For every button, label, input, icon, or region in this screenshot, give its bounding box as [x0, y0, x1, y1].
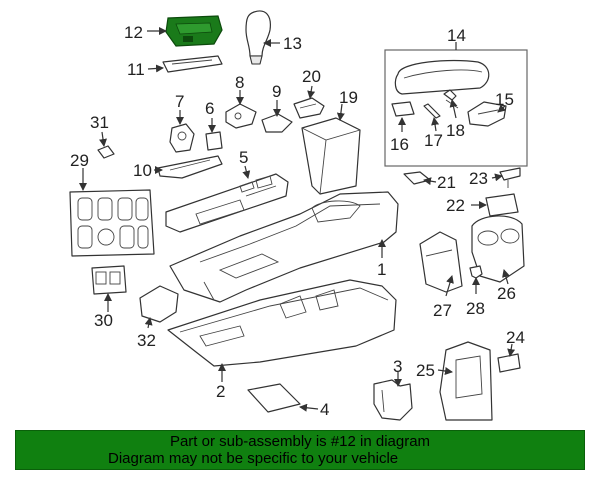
label-31: 31: [90, 113, 109, 132]
part-5-shifter-panel: [165, 173, 289, 233]
label-14: 14: [447, 26, 466, 45]
part-20: [293, 97, 325, 119]
part-9: [261, 113, 293, 133]
label-4: 4: [320, 400, 329, 419]
label-17: 17: [424, 131, 443, 150]
label-9: 9: [272, 82, 281, 101]
part-6: [205, 131, 223, 151]
label-32: 32: [137, 331, 156, 350]
part-15-latch: [467, 101, 507, 127]
part-2-lower-console: [167, 279, 397, 367]
part-7: [169, 123, 195, 153]
part-32-end-cap: [139, 285, 179, 323]
label-30: 30: [94, 311, 113, 330]
part-3-bracket: [373, 379, 413, 421]
part-22: [485, 193, 519, 217]
part-17: [423, 103, 441, 119]
label-24: 24: [506, 328, 525, 347]
label-19: 19: [339, 88, 358, 107]
part-25-bracket: [439, 341, 493, 421]
label-26: 26: [497, 284, 516, 303]
part-16: [391, 101, 415, 117]
label-21: 21: [437, 173, 456, 192]
label-18: 18: [446, 121, 465, 140]
label-10: 10: [133, 161, 152, 180]
label-27: 27: [433, 301, 452, 320]
part-21: [403, 171, 431, 185]
part-1-center-console: [169, 191, 399, 303]
part-11-trim: [162, 55, 223, 73]
label-15: 15: [495, 90, 514, 109]
part-12-highlighted[interactable]: [165, 15, 223, 47]
parts-diagram: 12 13 11 14 16 17 18 15: [69, 10, 528, 421]
banner-line-part-number: Part or sub-assembly is #12 in diagram: [169, 433, 431, 450]
part-10-bezel: [157, 155, 223, 179]
label-25: 25: [416, 361, 435, 380]
label-20: 20: [302, 67, 321, 86]
part-31-clip: [97, 145, 115, 159]
part-26-cup-holder: [471, 215, 525, 283]
part-18: [443, 89, 459, 109]
part-24-module: [497, 353, 521, 373]
label-7: 7: [175, 92, 184, 111]
banner-line-disclaimer: Diagram may not be specific to your vehi…: [108, 450, 399, 467]
info-banner: Part or sub-assembly is #12 in diagram D…: [15, 430, 585, 470]
label-28: 28: [466, 299, 485, 318]
part-23: [499, 167, 521, 188]
label-5: 5: [239, 148, 248, 167]
label-3: 3: [393, 357, 402, 376]
label-8: 8: [235, 73, 244, 92]
part-13-shift-knob: [245, 10, 271, 65]
label-29: 29: [70, 151, 89, 170]
label-13: 13: [283, 34, 302, 53]
part-4-mat: [247, 383, 301, 413]
part-19-storage-bin: [301, 117, 361, 195]
part-28: [469, 265, 483, 279]
part-30-switch-module: [91, 265, 127, 295]
label-1: 1: [377, 260, 386, 279]
part-14-armrest-lid: [394, 59, 490, 95]
label-22: 22: [446, 196, 465, 215]
label-11: 11: [127, 60, 145, 79]
part-27: [419, 231, 463, 293]
label-6: 6: [205, 99, 214, 118]
label-16: 16: [390, 135, 409, 154]
part-8-bracket: [225, 103, 257, 129]
part-29-switch-panel: [69, 189, 155, 257]
label-12: 12: [124, 23, 143, 42]
label-2: 2: [216, 382, 225, 401]
label-23: 23: [469, 169, 488, 188]
